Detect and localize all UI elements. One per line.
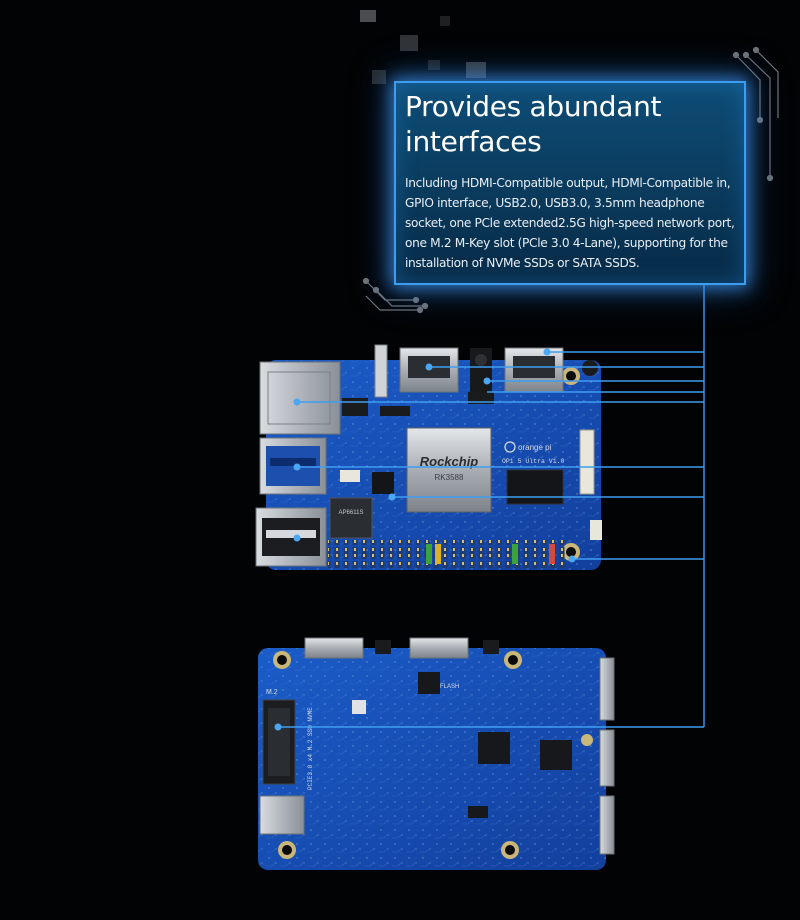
callout-title: Provides abundant interfaces xyxy=(405,90,662,158)
flash-label: FLASH xyxy=(440,684,459,690)
bottom-board-illustration: M.2 PCIE3.0 x4 M.2 SSD NVME FLASH xyxy=(258,637,615,870)
top-board-illustration: Rockchip RK3588 orange pi OPi 5 Ultra V1… xyxy=(255,344,602,570)
feature-callout-card: Provides abundant interfaces Including H… xyxy=(394,81,746,285)
board-name-label: OPi 5 Ultra V1.0 xyxy=(502,458,565,465)
soc-model-label: RK3588 xyxy=(435,473,464,482)
soc-brand-label: Rockchip xyxy=(420,454,479,469)
circuit-decoration-right xyxy=(732,46,779,182)
ssd-silkscreen-label: PCIE3.0 x4 M.2 SSD NVME xyxy=(307,707,314,790)
m2-label: M.2 xyxy=(266,689,278,696)
callout-leader-lines xyxy=(278,284,705,728)
wifi-chip-label: AP6611S xyxy=(339,510,364,516)
callout-anchor-dots xyxy=(274,348,576,731)
callout-description: Including HDMI-Compatible output, HDMl-C… xyxy=(405,176,735,270)
floating-squares xyxy=(360,10,514,94)
brand-logo-label: orange pi xyxy=(518,443,552,452)
circuit-decoration-left xyxy=(362,277,429,314)
